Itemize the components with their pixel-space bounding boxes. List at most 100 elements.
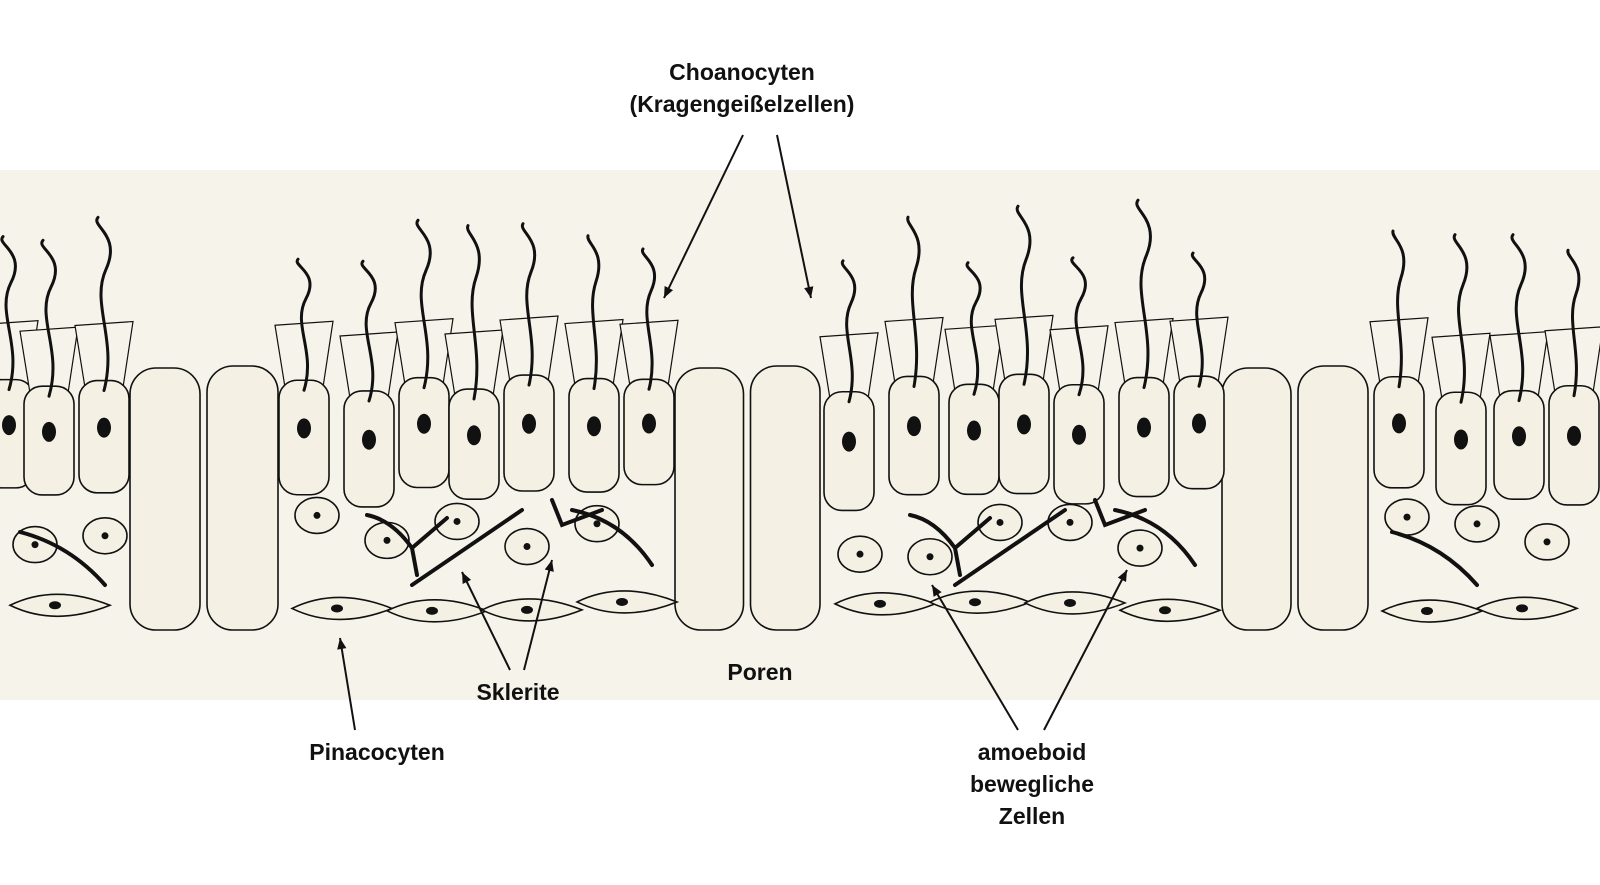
sclerite xyxy=(550,498,654,567)
label-amoeboid: amoeboid xyxy=(978,739,1087,765)
flagellum xyxy=(965,261,982,396)
flagellum xyxy=(840,259,857,404)
label-sklerite: Sklerite xyxy=(476,679,559,705)
pinacocyte-nucleus xyxy=(616,597,628,606)
flagellum xyxy=(520,222,537,387)
arrow-amoeboid-2 xyxy=(1043,569,1128,731)
choanocyte-nucleus xyxy=(1137,417,1151,438)
arrow-sklerite-2 xyxy=(523,559,553,671)
choanocyte-nucleus xyxy=(1392,413,1406,434)
arrow-choanocyten-2-head xyxy=(804,286,814,298)
amoeboid-nucleus xyxy=(523,543,531,551)
arrow-amoeboid-1 xyxy=(931,584,1019,731)
choanocyte-nucleus xyxy=(1017,414,1031,435)
pinacocyte-nucleus xyxy=(331,604,343,613)
flagellum xyxy=(360,259,377,403)
pore-cell xyxy=(206,365,279,631)
choanocyte-nucleus xyxy=(587,416,601,437)
flagellum xyxy=(1015,204,1032,386)
amoeboid-nucleus xyxy=(31,541,39,549)
choanocyte-nucleus xyxy=(842,431,856,452)
arrow-amoeboid-2-head xyxy=(1117,570,1127,582)
pinacocyte-nucleus xyxy=(1159,606,1171,615)
choanocyte-nucleus xyxy=(362,429,376,450)
choanocyte-nucleus xyxy=(297,418,311,439)
amoeboid-nucleus xyxy=(996,518,1004,526)
arrow-choanocyten-1-head xyxy=(664,286,674,298)
arrow-sklerite-1 xyxy=(461,571,511,671)
pinacocyte-nucleus xyxy=(1421,607,1433,616)
arrow-sklerite-2-head xyxy=(544,560,554,572)
sclerite xyxy=(1390,530,1479,587)
amoeboid-nucleus xyxy=(383,536,391,544)
choanocyte-nucleus xyxy=(42,421,56,442)
pore-cell xyxy=(674,367,745,631)
choanocyte-nucleus xyxy=(967,420,981,441)
pore-cell xyxy=(749,365,821,631)
amoeboid-nucleus xyxy=(313,511,321,519)
choanocyte-nucleus xyxy=(642,413,656,434)
amoeboid-nucleus xyxy=(1066,518,1074,526)
flagellum xyxy=(1391,229,1406,389)
choanocyte-nucleus xyxy=(1072,424,1086,445)
pore-cell xyxy=(1221,367,1292,631)
choanocyte-nucleus xyxy=(97,417,111,438)
flagellum xyxy=(95,215,112,393)
label-choanocyten: Choanocyten xyxy=(669,59,815,85)
choanocyte-nucleus xyxy=(1512,426,1526,447)
choanocyte-nucleus xyxy=(2,415,16,436)
flagellum xyxy=(415,218,432,390)
choanocyte-nucleus xyxy=(522,413,536,434)
pinacocyte-nucleus xyxy=(49,601,61,610)
choanocyte-nucleus xyxy=(1567,425,1581,446)
label-zellen: Zellen xyxy=(999,803,1065,829)
choanocyte-nucleus xyxy=(1192,413,1206,434)
amoeboid-nucleus xyxy=(593,520,601,528)
arrows-layer xyxy=(337,134,1128,731)
label-pinacocyten: Pinacocyten xyxy=(309,739,445,765)
amoeboid-nucleus xyxy=(1473,520,1481,528)
flagellum xyxy=(1510,233,1527,403)
arrow-amoeboid-1-head xyxy=(932,585,942,597)
flagellum xyxy=(40,238,57,398)
pinacocyte-nucleus xyxy=(874,599,886,608)
flagellum xyxy=(1135,198,1152,390)
label-bewegliche: bewegliche xyxy=(970,771,1094,797)
choanocyte-collar xyxy=(1114,317,1174,386)
sclerite xyxy=(953,508,1067,587)
choanocyte-nucleus xyxy=(467,425,481,446)
pore-cell xyxy=(1297,365,1369,631)
flagellum xyxy=(466,224,481,401)
arrow-pinacocyten-head xyxy=(337,638,347,650)
pinacocyte-nucleus xyxy=(426,606,438,615)
label-kragengeisselzellen: (Kragengeißelzellen) xyxy=(630,91,855,117)
amoeboid-nucleus xyxy=(1543,538,1551,546)
pinacocyte-nucleus xyxy=(969,598,981,607)
amoeboid-nucleus xyxy=(1403,513,1411,521)
pore-cell xyxy=(129,367,201,631)
arrow-pinacocyten xyxy=(339,637,356,731)
amoeboid-nucleus xyxy=(453,517,461,525)
sclerite xyxy=(908,513,992,577)
amoeboid-nucleus xyxy=(856,550,864,558)
arrow-choanocyten-1 xyxy=(663,134,744,299)
flagellum xyxy=(295,257,312,392)
label-poren: Poren xyxy=(727,659,792,685)
flagellum xyxy=(906,215,921,388)
pinacocyte-nucleus xyxy=(1516,604,1528,613)
flagellum xyxy=(586,234,601,391)
arrow-sklerite-1-head xyxy=(462,572,472,584)
choanocyte-nucleus xyxy=(1454,429,1468,450)
sclerite xyxy=(1093,498,1197,567)
amoeboid-nucleus xyxy=(1136,544,1144,552)
pinacocyte-nucleus xyxy=(1064,598,1076,607)
flagellum xyxy=(640,247,657,391)
sclerite xyxy=(365,513,449,577)
flagellum xyxy=(1070,256,1087,397)
sclerite xyxy=(410,508,524,587)
flagellum xyxy=(0,235,17,392)
sclerite xyxy=(18,530,107,587)
pinacocyte-nucleus xyxy=(521,605,533,614)
amoeboid-nucleus xyxy=(101,532,109,540)
